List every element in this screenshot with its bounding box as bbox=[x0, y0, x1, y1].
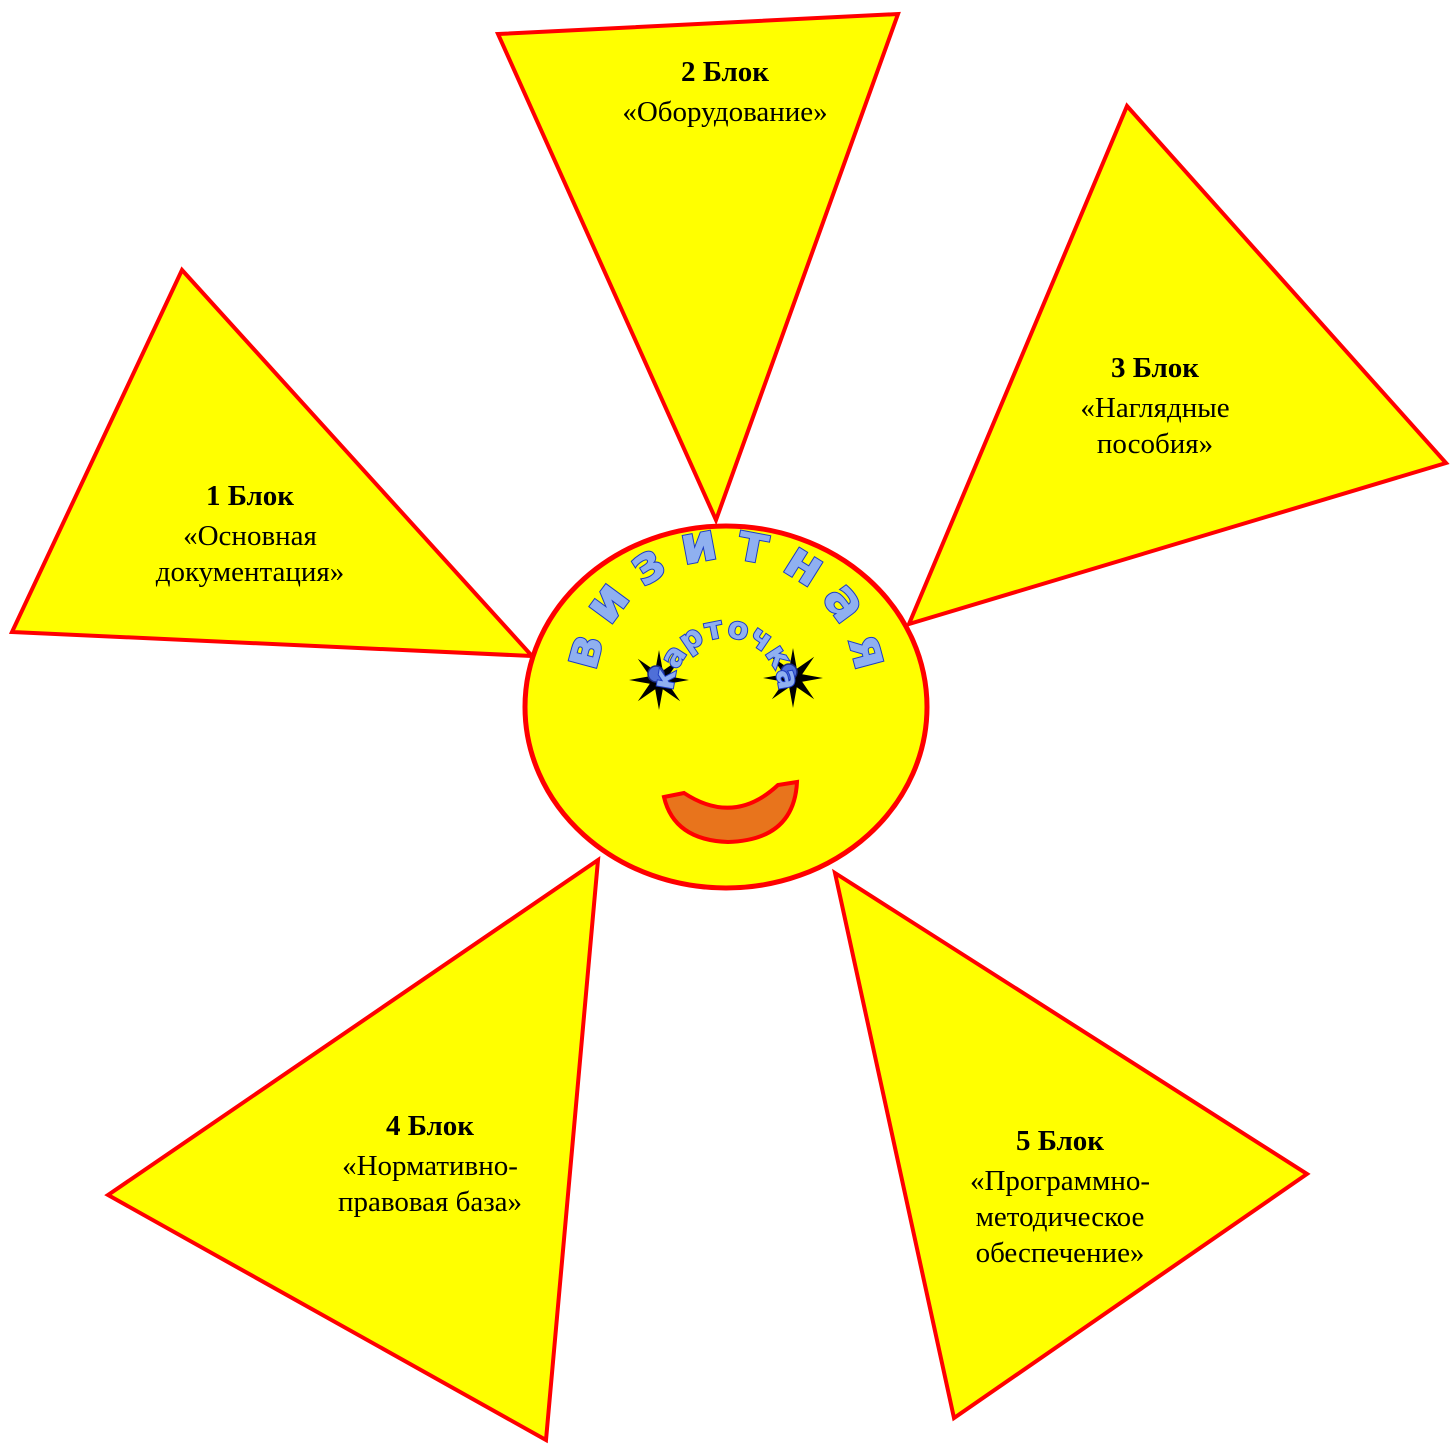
ray-block-1 bbox=[12, 270, 532, 656]
block-4-text: «Нормативно- правовая база» bbox=[285, 1148, 575, 1220]
block-1-label: 1 Блок «Основная документация» bbox=[100, 478, 400, 590]
block-2-label: 2 Блок «Оборудование» bbox=[570, 54, 880, 130]
block-2-heading: 2 Блок bbox=[570, 54, 880, 90]
block-3-heading: 3 Блок bbox=[1025, 350, 1285, 386]
block-1-text: «Основная документация» bbox=[100, 518, 400, 590]
block-1-heading: 1 Блок bbox=[100, 478, 400, 514]
block-4-label: 4 Блок «Нормативно- правовая база» bbox=[285, 1108, 575, 1220]
block-5-heading: 5 Блок bbox=[920, 1123, 1200, 1159]
block-5-label: 5 Блок «Программно- методическое обеспеч… bbox=[920, 1123, 1200, 1271]
block-4-heading: 4 Блок bbox=[285, 1108, 575, 1144]
block-3-text: «Наглядные пособия» bbox=[1025, 390, 1285, 462]
block-2-text: «Оборудование» bbox=[570, 94, 880, 130]
block-5-text: «Программно- методическое обеспечение» bbox=[920, 1163, 1200, 1271]
block-3-label: 3 Блок «Наглядные пособия» bbox=[1025, 350, 1285, 462]
